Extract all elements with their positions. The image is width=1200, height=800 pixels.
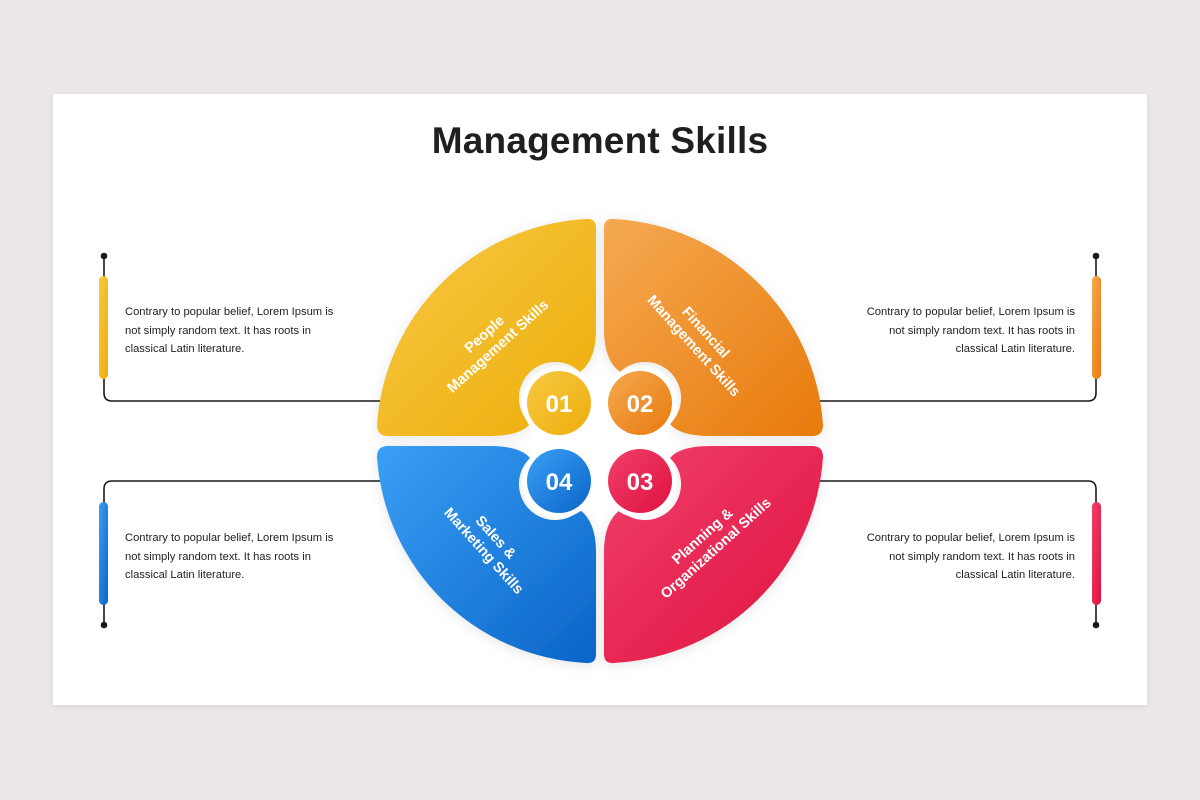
callout-bottom-left: Contrary to popular belief, Lorem Ipsum … — [125, 529, 340, 585]
badge-02 — [608, 371, 672, 435]
badge-01-number: 01 — [546, 391, 573, 418]
accent-bar-yellow — [99, 276, 108, 379]
callout-line: Contrary to popular belief, Lorem Ipsum … — [125, 532, 334, 544]
callout-top-right: Contrary to popular belief, Lorem Ipsum … — [860, 303, 1075, 359]
connector-lines — [103, 256, 1097, 625]
badge-03-number: 03 — [627, 469, 654, 496]
callout-line: classical Latin literature. — [955, 343, 1075, 355]
accent-bar-orange — [1092, 276, 1101, 379]
callout-line: not simply random text. It has roots in — [125, 324, 311, 337]
segment-02-financial-management[interactable] — [604, 218, 823, 436]
badge-04 — [527, 449, 591, 513]
segment-01-people-management[interactable] — [377, 218, 596, 436]
callout-line: Contrary to popular belief, Lorem Ipsum … — [866, 306, 1075, 318]
badge-03 — [608, 449, 672, 513]
number-badges — [522, 366, 677, 518]
slide-canvas — [53, 94, 1147, 705]
callout-bottom-right: Contrary to popular belief, Lorem Ipsum … — [860, 529, 1075, 585]
badge-02-number: 02 — [627, 391, 654, 418]
callout-line: not simply random text. It has roots in — [889, 550, 1075, 563]
accent-bar-red — [1092, 502, 1101, 605]
callout-line: Contrary to popular belief, Lorem Ipsum … — [866, 532, 1075, 544]
callout-line: not simply random text. It has roots in — [889, 324, 1075, 337]
callout-line: Contrary to popular belief, Lorem Ipsum … — [125, 306, 334, 318]
accent-bar-blue — [99, 502, 108, 605]
segment-04-sales-marketing[interactable] — [377, 446, 596, 664]
callout-line: classical Latin literature. — [125, 569, 245, 581]
callout-line: classical Latin literature. — [955, 569, 1075, 581]
callout-top-left: Contrary to popular belief, Lorem Ipsum … — [125, 303, 340, 359]
slide-title: Management Skills — [431, 120, 769, 161]
badge-04-number: 04 — [546, 469, 573, 496]
segment-03-planning-organizational[interactable] — [604, 446, 823, 664]
connector-dots — [100, 252, 1100, 629]
callout-line: not simply random text. It has roots in — [125, 550, 311, 563]
badge-01 — [527, 371, 591, 435]
callout-line: classical Latin literature. — [125, 343, 245, 355]
